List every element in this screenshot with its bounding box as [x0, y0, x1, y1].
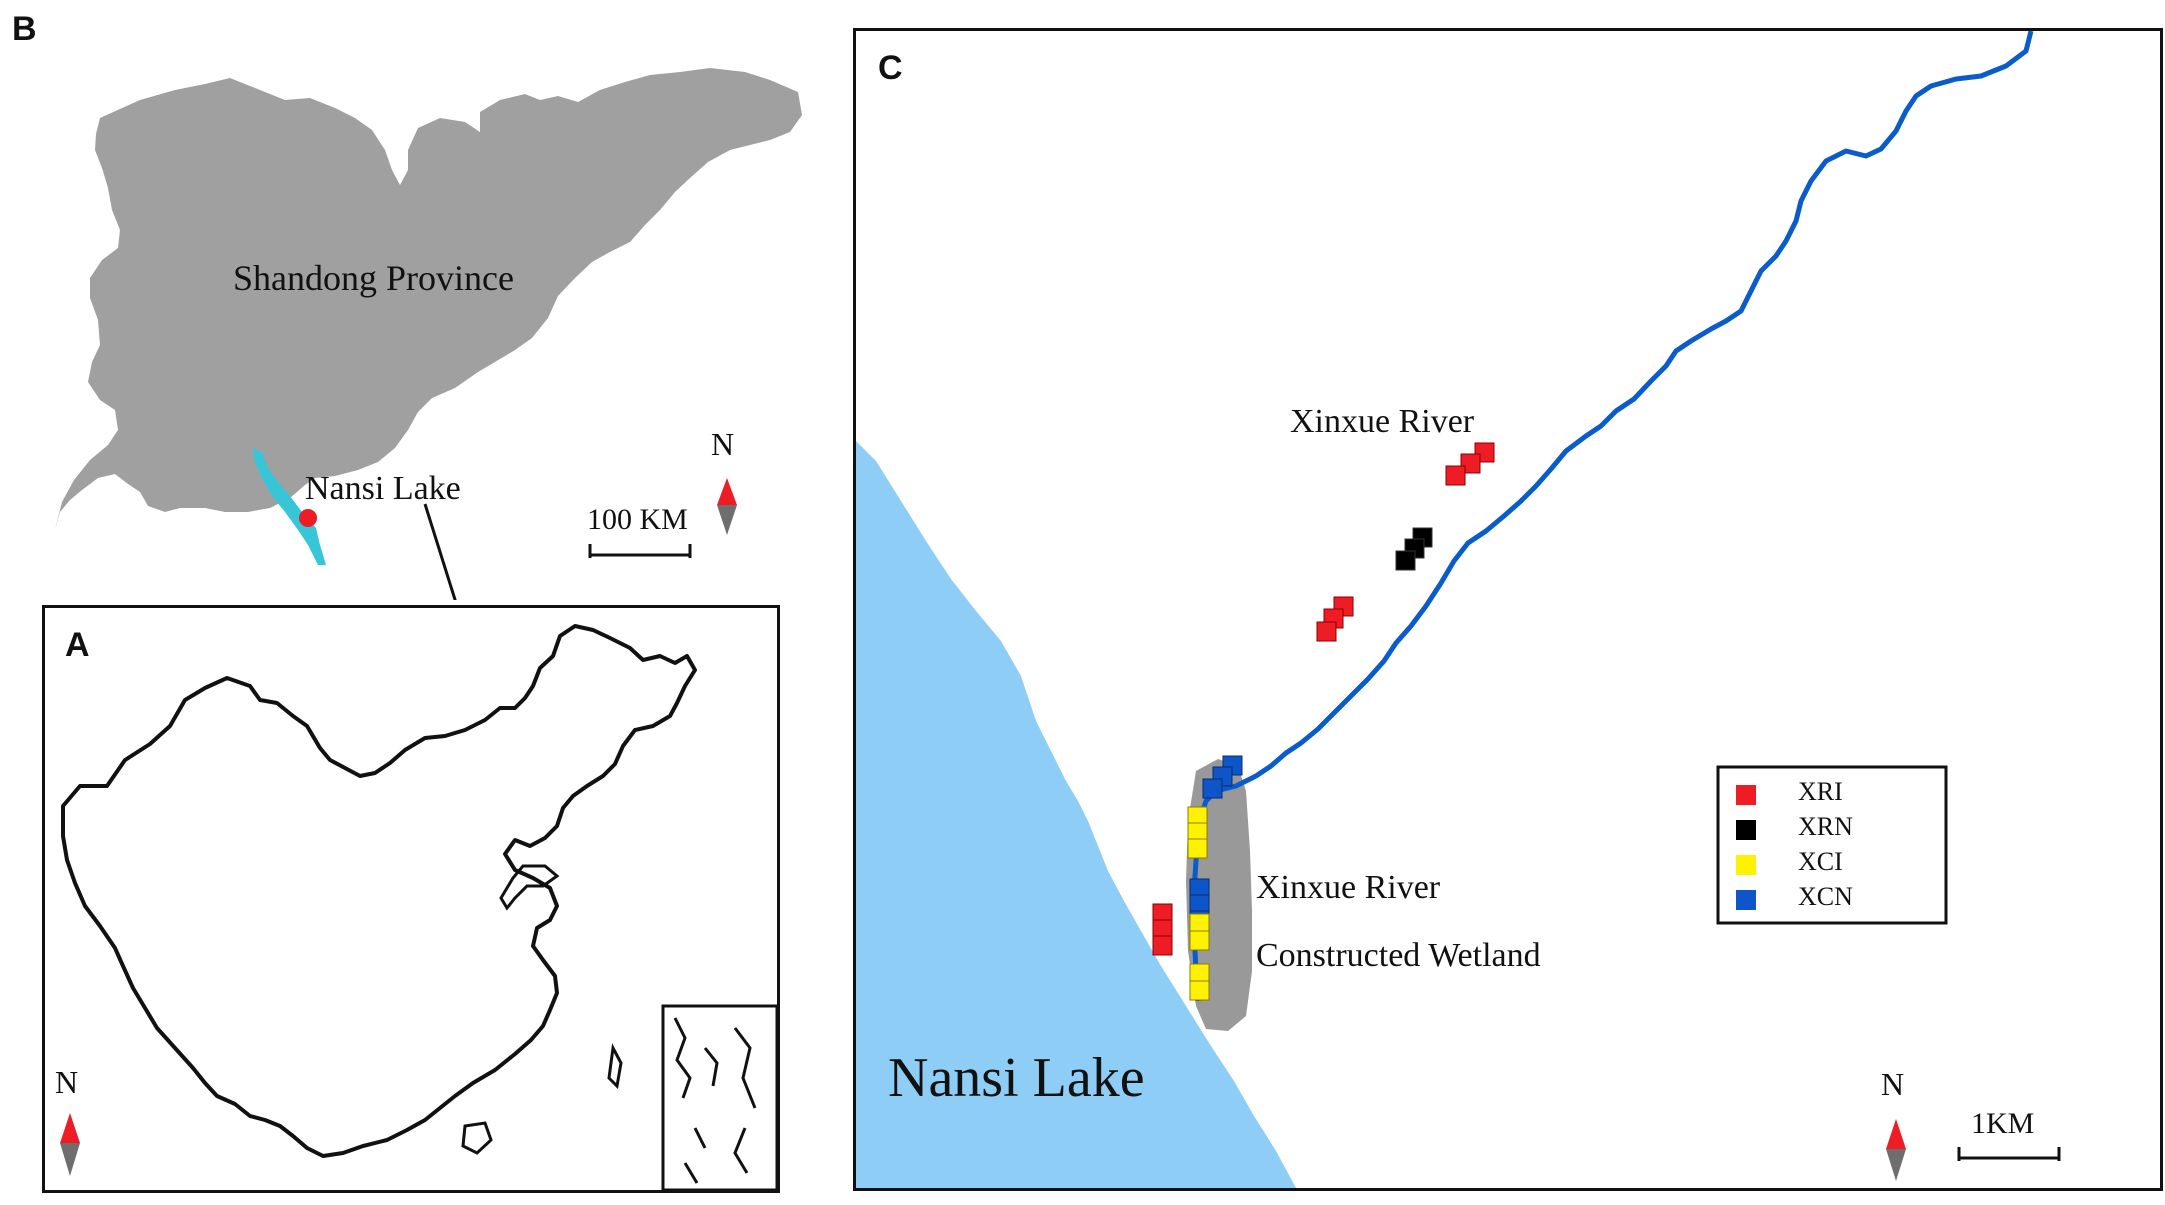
nansi-lake-water — [856, 441, 1296, 1188]
north-arrow-b-down — [717, 505, 737, 535]
nansi-lake-label-c: Nansi Lake — [888, 1047, 1145, 1109]
study-area-map — [856, 31, 2061, 1188]
panel-a-frame: A N — [42, 605, 780, 1193]
panel-b-letter: B — [12, 10, 37, 48]
site-xci-5 — [1189, 930, 1210, 951]
inset-connector-line — [423, 503, 457, 600]
north-arrow-a-down — [60, 1143, 80, 1176]
china-outline — [61, 624, 697, 1158]
wetland-label-line1: Xinxue River — [1256, 869, 1441, 906]
nansi-lake-label-b: Nansi Lake — [305, 470, 461, 507]
north-label-a: N — [55, 1064, 79, 1100]
north-arrow-c-up — [1886, 1119, 1906, 1149]
legend-swatch-xrn — [1736, 820, 1756, 840]
site-xrn-3 — [1395, 550, 1416, 571]
shandong-region-outline — [499, 864, 560, 911]
scale-label-c: 1KM — [1971, 1107, 2035, 1140]
site-xci-3 — [1187, 838, 1208, 859]
north-arrow-c-down — [1886, 1149, 1906, 1181]
shandong-province-shape — [55, 68, 802, 530]
site-xci-4 — [1189, 913, 1210, 934]
north-arrow-b-up — [717, 478, 737, 505]
site-xci-7 — [1189, 980, 1210, 1001]
province-label: Shandong Province — [233, 258, 514, 298]
hainan-island — [461, 1121, 493, 1155]
scale-label-b: 100 KM — [587, 503, 688, 536]
site-xri-2 — [1460, 453, 1481, 474]
xinxue-river-label: Xinxue River — [1290, 403, 1475, 440]
xinxue-river-line — [1191, 31, 2034, 1002]
legend-label-xri: XRI — [1798, 777, 1843, 806]
site-xci-6 — [1189, 963, 1210, 984]
south-china-sea-inset — [661, 1004, 777, 1190]
wetland-label-line2: Constructed Wetland — [1256, 937, 1541, 974]
site-xri-3 — [1445, 465, 1466, 486]
site-xri-9 — [1152, 935, 1173, 956]
taiwan-island — [607, 1043, 623, 1090]
legend-label-xrn: XRN — [1798, 812, 1853, 841]
panel-c-frame: C — [853, 28, 2163, 1191]
legend-swatch-xci — [1736, 855, 1756, 875]
legend-swatch-xri — [1736, 785, 1756, 805]
site-xri-6 — [1316, 621, 1337, 642]
nansi-lake-marker — [299, 509, 317, 527]
legend-swatch-xcn — [1736, 890, 1756, 910]
panel-c-letter: C — [878, 49, 903, 87]
shandong-map — [55, 68, 802, 600]
legend-label-xcn: XCN — [1798, 882, 1853, 911]
north-label-c: N — [1881, 1066, 1905, 1102]
china-map — [60, 624, 777, 1190]
inset-coast — [673, 1017, 757, 1184]
nansi-lake-small — [252, 448, 326, 565]
legend-label-xci: XCI — [1798, 847, 1843, 876]
panel-a-letter: A — [65, 626, 90, 664]
site-xcn-3 — [1202, 778, 1223, 799]
north-label-b: N — [711, 426, 735, 462]
north-arrow-a-up — [60, 1113, 80, 1143]
